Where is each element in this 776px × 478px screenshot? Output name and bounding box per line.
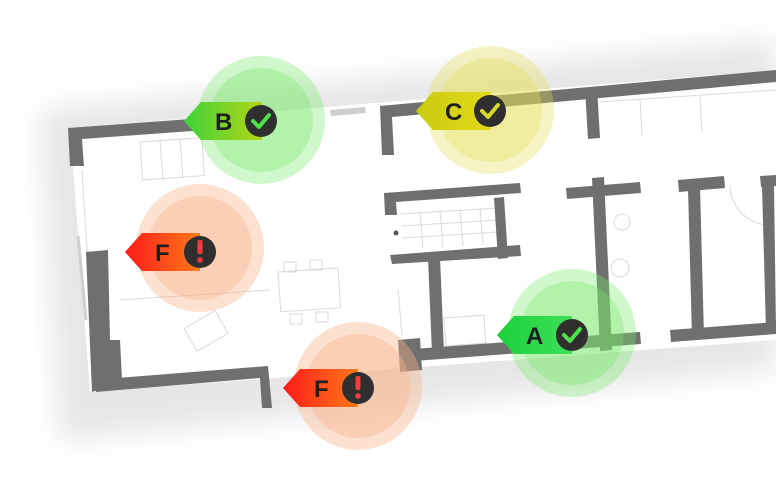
status-badge	[245, 105, 277, 137]
rating-tag	[416, 92, 491, 130]
check-icon	[562, 327, 582, 343]
rating-tag	[497, 316, 572, 354]
rating-letter: A	[526, 323, 543, 350]
exclamation-icon	[355, 376, 361, 390]
rating-letter: B	[215, 109, 232, 136]
marker-f-left: F	[125, 184, 264, 312]
marker-b: B	[184, 56, 325, 184]
exclamation-dot	[197, 257, 203, 263]
stair-dot	[393, 230, 399, 236]
check-icon	[251, 113, 271, 129]
status-badge	[474, 95, 506, 127]
rating-tag	[184, 102, 262, 140]
exclamation-icon	[197, 240, 203, 254]
interior-lines	[81, 89, 776, 391]
rating-tag	[125, 233, 200, 271]
exclamation-dot	[355, 393, 361, 399]
rating-letter: F	[155, 240, 170, 267]
rating-tag	[283, 369, 358, 407]
status-badge	[556, 319, 588, 351]
rating-letter: C	[445, 99, 462, 126]
marker-f-bottom: F	[283, 322, 422, 450]
rating-letter: F	[314, 376, 329, 403]
marker-a: A	[497, 269, 636, 397]
marker-c: C	[416, 46, 554, 174]
check-icon	[480, 103, 500, 119]
window-line	[76, 235, 88, 321]
